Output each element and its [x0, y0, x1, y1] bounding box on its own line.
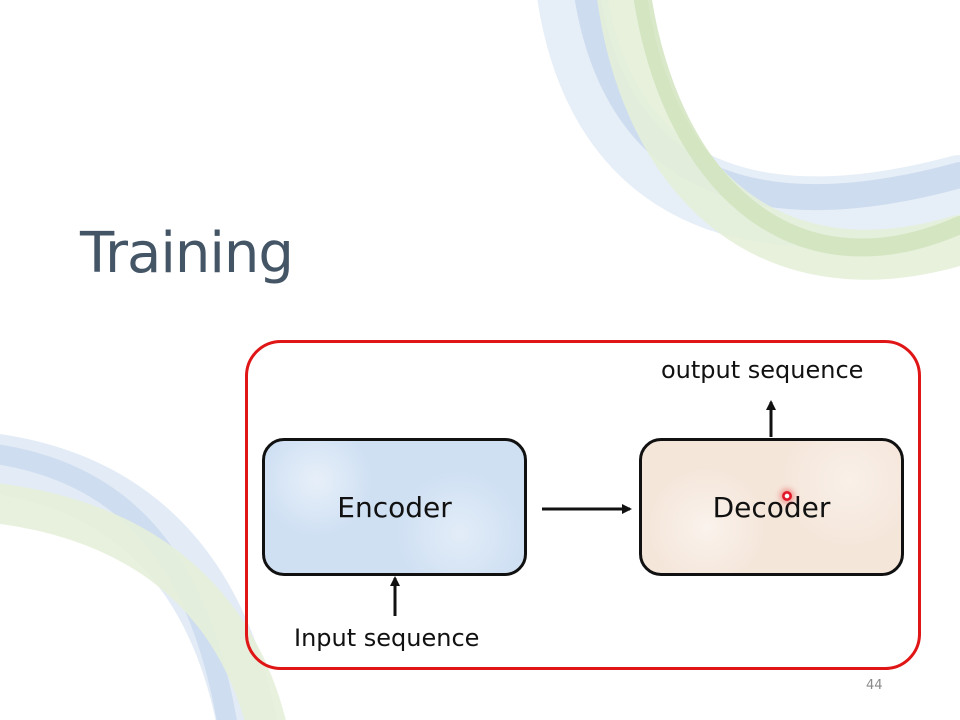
input-sequence-label: Input sequence — [294, 624, 480, 652]
decoder-box: Decoder — [639, 438, 904, 576]
encoder-label: Encoder — [337, 490, 452, 524]
decoder-label: Decoder — [712, 490, 831, 524]
training-diagram-frame — [245, 340, 921, 670]
page-number: 44 — [866, 678, 883, 693]
slide-title: Training — [80, 221, 294, 286]
encoder-box: Encoder — [262, 438, 527, 576]
laser-pointer-icon — [782, 491, 792, 501]
output-sequence-label: output sequence — [661, 356, 864, 384]
